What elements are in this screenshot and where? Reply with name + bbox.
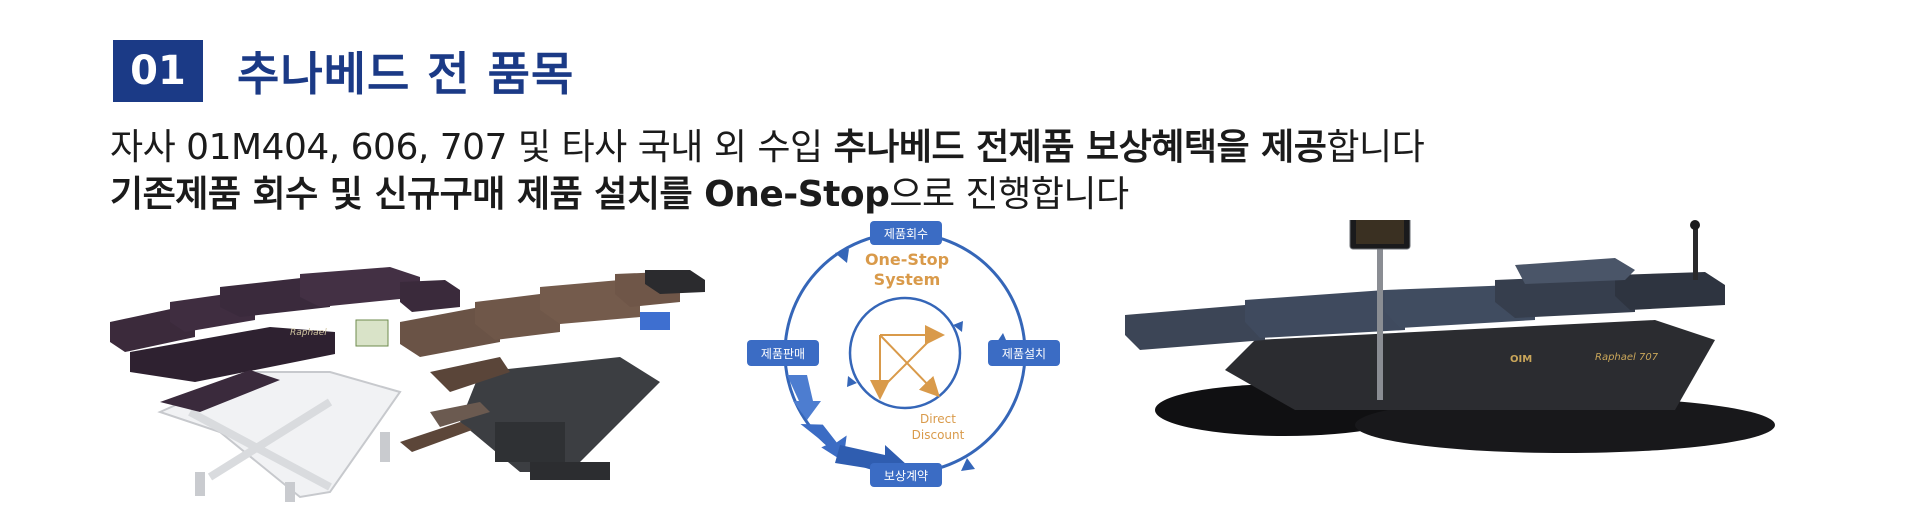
step-label-left: 제품판매 xyxy=(761,347,805,361)
purple-table-illustration: Raphael xyxy=(110,267,460,504)
big-arrow-icon xyxy=(800,423,847,462)
description-line-2-text: 으로 진행합니다 xyxy=(889,174,1129,215)
description-line-2-highlight: 기존제품 회수 및 신규구매 제품 설치를 One-Stop xyxy=(110,174,890,215)
step-pill-left: 제품판매 xyxy=(747,340,819,366)
discount-label-line1: Direct xyxy=(920,412,956,426)
step-pill-right: 제품설치 xyxy=(988,340,1060,366)
step-label-bottom: 보상계약 xyxy=(884,468,928,483)
step-pill-top: 제품회수 xyxy=(870,221,942,245)
step-label-right: 제품설치 xyxy=(1002,347,1046,361)
right-table-logo: OIM xyxy=(1510,354,1532,365)
cycle-arrow-icon xyxy=(835,249,849,263)
product-image-tables-left: Raphael xyxy=(100,262,720,504)
description-line-1: 자사 01M404, 606, 707 및 타사 국내 외 수입 추나베드 전제… xyxy=(110,118,1425,170)
one-stop-cycle-diagram: One-Stop System Direct Discount 제품회수 제품설… xyxy=(735,215,1075,490)
center-label-line1: One-Stop xyxy=(865,250,949,269)
center-label-line2: System xyxy=(874,270,941,289)
section-header: 01 추나베드 전 품목 xyxy=(113,40,574,102)
big-arrow-icon xyxy=(787,375,821,420)
purple-table-brand: Raphael xyxy=(290,328,327,338)
section-number-badge: 01 xyxy=(113,40,203,102)
discount-label-line2: Discount xyxy=(912,428,965,442)
step-pill-bottom: 보상계약 xyxy=(870,463,942,487)
inner-arrow-icon xyxy=(953,321,963,332)
section-title: 추나베드 전 품목 xyxy=(237,47,575,101)
product-image-table-right: OIM Raphael 707 xyxy=(1095,214,1775,460)
description-line-1-text-b: 합니다 xyxy=(1326,127,1425,168)
cycle-arrow-icon xyxy=(961,458,975,471)
description-line-2: 기존제품 회수 및 신규구매 제품 설치를 One-Stop으로 진행합니다 xyxy=(110,165,1129,217)
inner-arrow-icon xyxy=(847,376,857,387)
brown-table-illustration xyxy=(400,270,705,480)
step-label-top: 제품회수 xyxy=(884,227,928,241)
description-line-1-text-a: 자사 01M404, 606, 707 및 타사 국내 외 수입 xyxy=(110,127,834,168)
right-table-brand: Raphael 707 xyxy=(1595,352,1659,363)
description-line-1-highlight: 추나베드 전제품 보상혜택을 제공 xyxy=(833,127,1327,168)
